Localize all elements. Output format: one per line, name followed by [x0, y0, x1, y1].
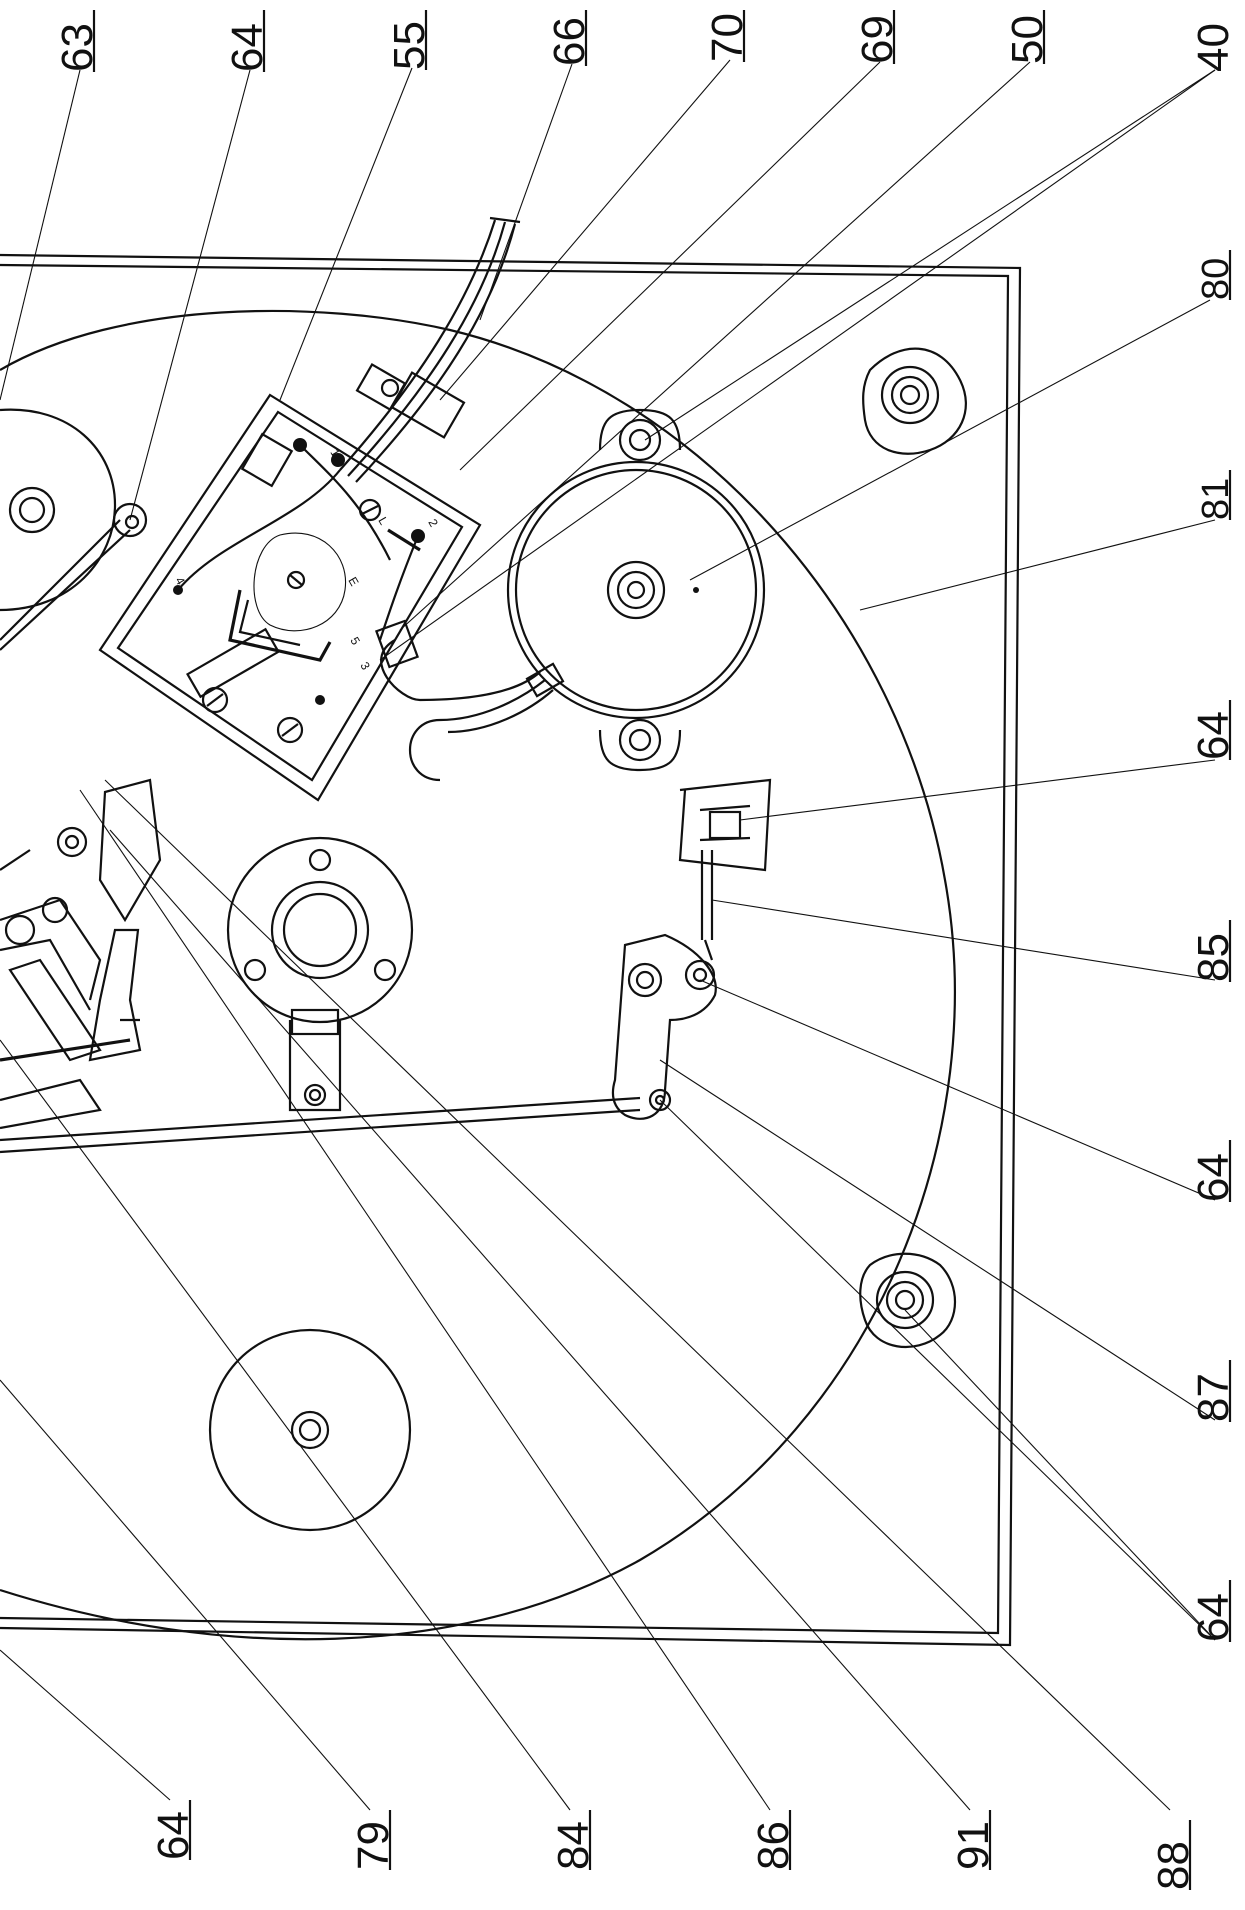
platter-outline [0, 309, 956, 1641]
pivot-eyelet-top [112, 502, 148, 538]
foot-bottom-right [859, 1252, 957, 1349]
switch-box: 1 2 3 4 E L 5 [98, 393, 482, 802]
terminal-mark-2: 2 [425, 517, 441, 530]
divider-line [0, 1096, 641, 1142]
terminal-mark-E: E [345, 575, 361, 589]
foot-top-right [862, 347, 967, 455]
motor-cable [374, 619, 565, 782]
cable-bundle [339, 216, 521, 483]
leader-lines [0, 59, 1216, 1811]
base-plate [0, 253, 1022, 1647]
center-bearing [226, 836, 414, 1112]
terminal-mark-3: 3 [357, 660, 373, 673]
terminal-mark-5: 5 [347, 635, 363, 648]
switch-bracket [678, 778, 772, 940]
tonearm-mechanism [0, 778, 162, 1130]
bottom-disc [208, 1328, 412, 1532]
top-left-disc [0, 408, 131, 651]
reference-labels-right: 80 81 64 85 64 87 64 [1189, 250, 1238, 1642]
reference-labels-bottom: 64 79 84 86 91 88 [149, 1800, 1198, 1890]
link-lever [611, 933, 717, 1120]
reference-labels-top: 63 64 55 66 70 69 50 40 [53, 10, 1238, 72]
motor [506, 408, 766, 772]
label-40: 40 [1189, 23, 1238, 72]
